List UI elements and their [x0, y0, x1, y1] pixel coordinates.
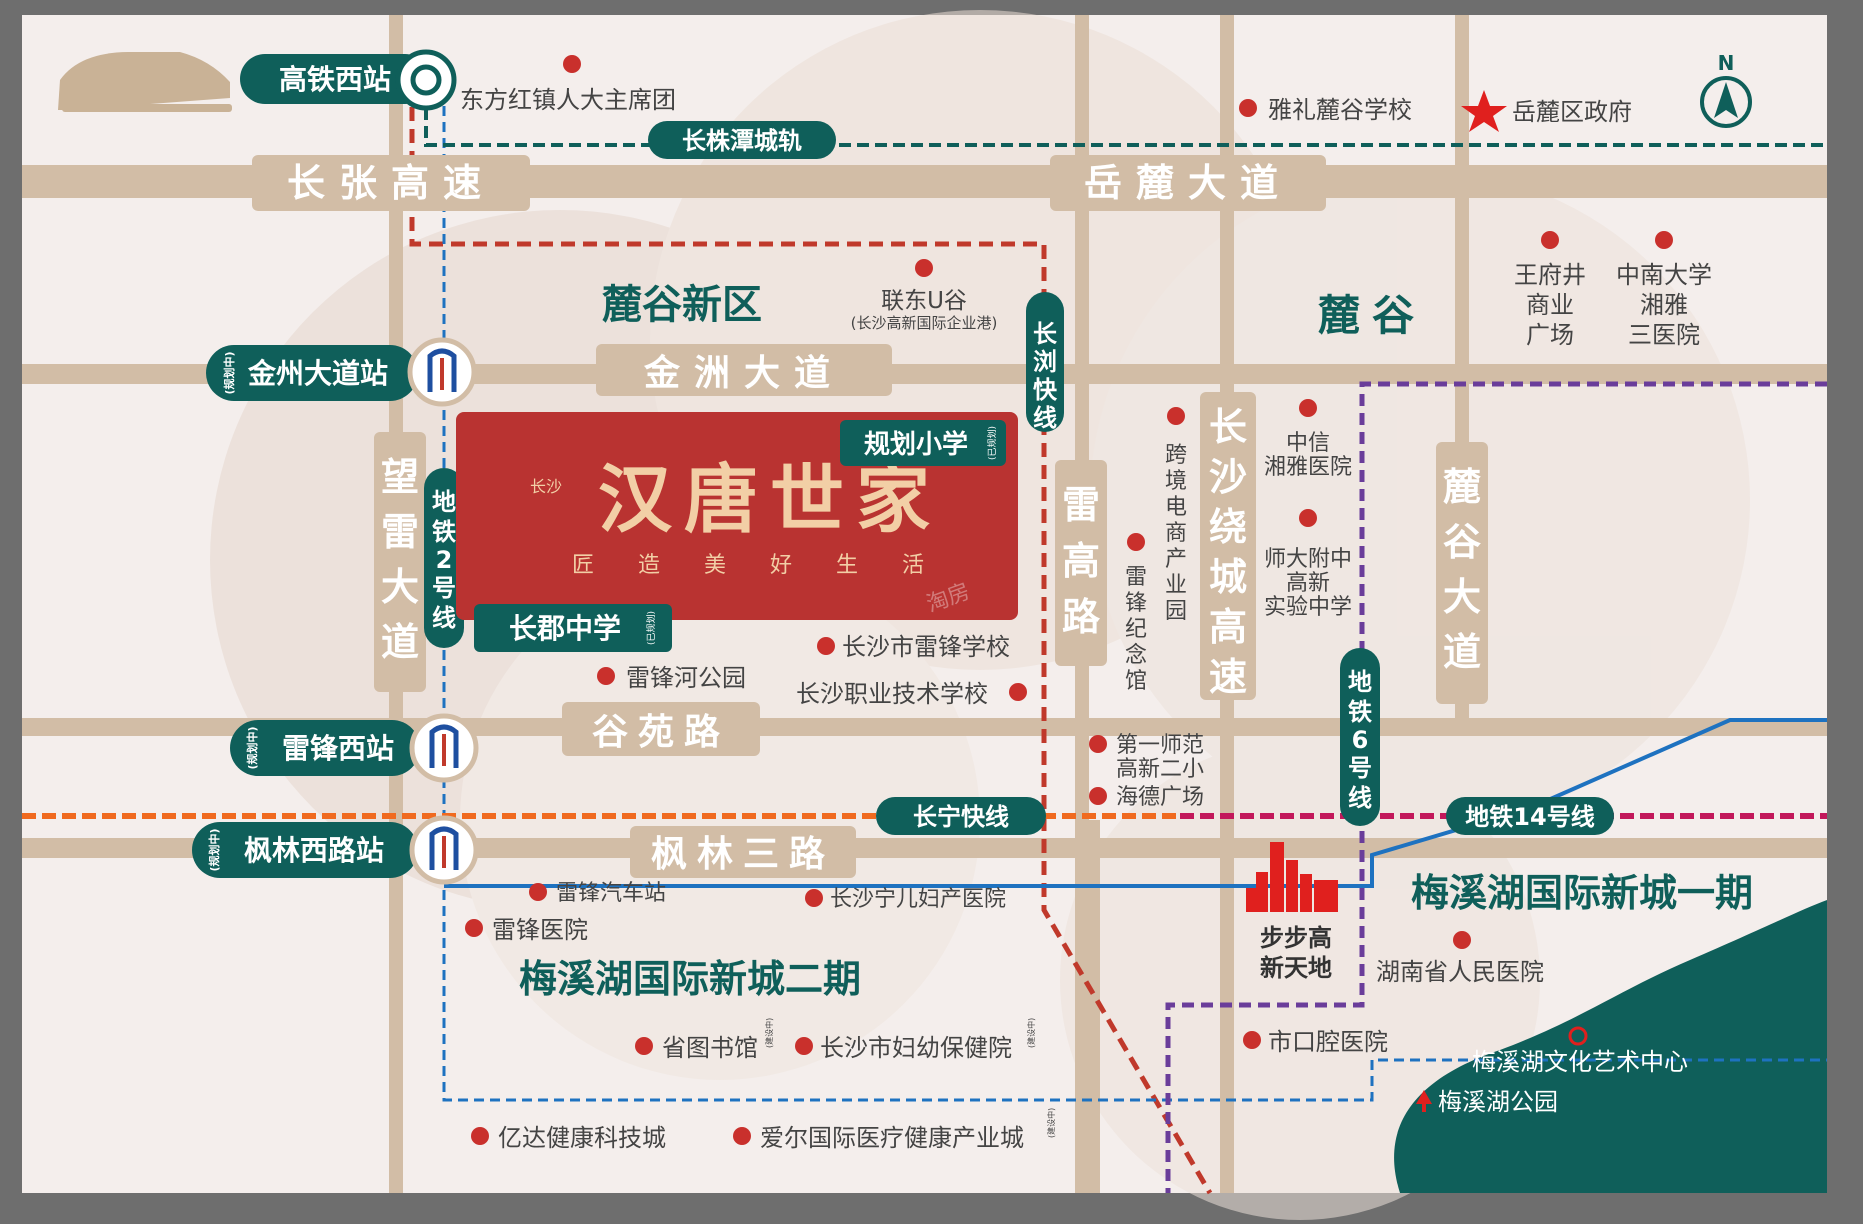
station-leifeng: 雷锋西站	[282, 732, 394, 765]
area-meixi2: 梅溪湖国际新城二期	[519, 957, 861, 1001]
poi-kouqiang: 市口腔医院	[1268, 1028, 1388, 1056]
poi-bus-station: 雷锋汽车站	[556, 881, 666, 906]
poi-leifeng-hospital: 雷锋医院	[492, 916, 588, 944]
building-icon	[1246, 842, 1338, 912]
school2-tag: (已规划)	[645, 611, 657, 645]
road-yuelu: 岳麓大道	[1084, 161, 1292, 205]
area-meixi1: 梅溪湖国际新城一期	[1411, 871, 1753, 915]
railway-icon	[395, 49, 457, 111]
aier-tag: (建设中)	[1046, 1108, 1056, 1138]
poi-meixi-art: 梅溪湖文化艺术中心	[1472, 1048, 1688, 1076]
library-tag: (建设中)	[764, 1018, 774, 1048]
road-guyuan: 谷苑路	[592, 712, 730, 753]
poi-fuyou: 长沙市妇幼保健院	[820, 1034, 1012, 1062]
road-labels: 长张高速 岳麓大道 金洲大道 谷苑路 枫林三路 望雷大道 雷高路 长沙绕城高速 …	[252, 155, 1488, 878]
meixi-lake	[1394, 900, 1827, 1193]
star-icon	[1461, 90, 1507, 132]
road-wanglei: 望雷大道	[381, 455, 419, 664]
school2: 长郡中学	[509, 612, 621, 645]
road-ring: 长沙绕城高速	[1209, 405, 1247, 699]
poi-liandong: 联东U谷	[881, 288, 967, 314]
area-lugu-new: 麓谷新区	[602, 282, 762, 328]
poi-bubugao: 步步高新天地	[1260, 924, 1332, 982]
poi-zhongnan: 中南大学湘雅三医院	[1616, 261, 1712, 349]
tag-changliu: 长浏快线	[1033, 320, 1058, 432]
road-jinzhou: 金洲大道	[643, 352, 844, 394]
compass-icon: N	[1700, 51, 1752, 128]
poi-ninger: 长沙宁儿妇产医院	[830, 887, 1006, 912]
poi-library: 省图书馆	[662, 1034, 758, 1062]
project-block: 长沙 汉唐世家 匠造美好生活 规划小学 (已规划) 长郡中学 (已规划)	[456, 412, 1018, 652]
school1: 规划小学	[864, 429, 968, 460]
project-prefix: 长沙	[530, 477, 562, 496]
school1-tag: (已规划)	[986, 426, 998, 460]
project-name: 汉唐世家	[598, 457, 942, 543]
road-leigao: 雷高路	[1062, 483, 1101, 639]
poi-yida: 亿达健康科技城	[498, 1124, 666, 1152]
pois: 东方红镇人大主席团 雅礼麓谷学校 岳麓区政府 联东U谷 (长沙高新国际企业港) …	[460, 55, 1712, 1152]
compass-label: N	[1718, 51, 1735, 75]
poi-meixi-park: 梅溪湖公园	[1438, 1088, 1558, 1116]
station-jinzhou: 金州大道站	[247, 357, 388, 390]
poi-zhiye: 长沙职业技术学校	[796, 680, 988, 708]
tag-changning: 长宁快线	[913, 803, 1009, 831]
poi-wangfujing: 王府井商业广场	[1514, 261, 1586, 349]
station-gaotie: 高铁西站	[279, 63, 391, 96]
fuyou-tag: (建设中)	[1026, 1018, 1036, 1048]
poi-aier: 爱尔国际医疗健康产业城	[760, 1124, 1024, 1152]
poi-leifeng-park: 雷锋河公园	[626, 664, 746, 692]
station-jinzhou-tag: (规划中)	[222, 351, 236, 394]
poi-dongfanghong: 东方红镇人大主席团	[460, 86, 676, 114]
station-fenglin: 枫林西路站	[244, 834, 384, 867]
poi-kuajing: 跨境电商产业园	[1165, 443, 1187, 624]
station-fenglin-tag: (规划中)	[207, 828, 221, 871]
stations: 高铁西站 (规划中) 金州大道站 (规划中) 雷锋西站 (规划中) 枫林西路站	[192, 49, 479, 885]
poi-renmin: 湖南省人民医院	[1376, 958, 1544, 986]
poi-diyi: 第一师范高新二小	[1116, 733, 1204, 782]
poi-yuelu-gov: 岳麓区政府	[1512, 98, 1632, 126]
tag-czt: 长株潭城轨	[682, 127, 802, 155]
poi-zhongxin: 中信湘雅医院	[1264, 431, 1352, 480]
poi-leifeng-memorial: 雷锋纪念馆	[1125, 565, 1147, 694]
project-slogan: 匠造美好生活	[572, 553, 968, 578]
road-fenglin: 枫林三路	[651, 834, 835, 875]
tree-icon	[1416, 1090, 1432, 1112]
area-lugu: 麓谷	[1318, 291, 1426, 340]
tag-metro14: 地铁14号线	[1465, 803, 1594, 831]
poi-shida: 师大附中高新实验中学	[1264, 547, 1352, 620]
road-changzhang: 长张高速	[287, 161, 495, 205]
poi-liandong-sub: (长沙高新国际企业港)	[851, 314, 998, 332]
poi-haide: 海德广场	[1116, 785, 1204, 810]
poi-leifeng-school: 长沙市雷锋学校	[842, 633, 1010, 661]
poi-yali: 雅礼麓谷学校	[1268, 96, 1412, 124]
train-icon	[58, 52, 232, 112]
area-labels: 麓谷新区 麓谷 梅溪湖国际新城一期 梅溪湖国际新城二期	[519, 282, 1753, 1001]
metro6-line	[1165, 381, 1827, 1193]
station-leifeng-tag: (规划中)	[245, 726, 259, 769]
metro14-line	[444, 718, 1827, 888]
road-lugu: 麓谷大道	[1443, 465, 1481, 674]
